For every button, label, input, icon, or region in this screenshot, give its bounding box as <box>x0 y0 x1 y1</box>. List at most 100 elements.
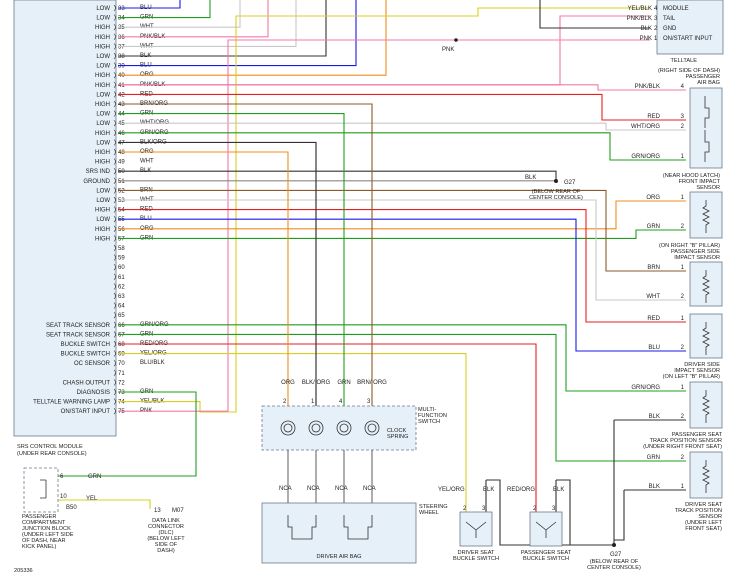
module-row-pin: 53 <box>118 198 125 204</box>
module-row-pin: 58 <box>118 246 125 252</box>
g27-bottom-caption-2: CENTER CONSOLE) <box>587 565 641 571</box>
pt-wire: BLK <box>649 414 660 420</box>
g27-top-name: G27 <box>564 180 576 186</box>
dt-caption-3: SENSOR <box>698 514 722 520</box>
jb-caption-line: PASSENGER <box>22 514 56 520</box>
driver-side-impact-resistor <box>702 322 710 355</box>
db-pin-1: 2 <box>463 506 467 512</box>
module-row-pin: 56 <box>118 227 125 233</box>
module-pin-bracket <box>113 52 116 60</box>
jb-caption-line: COMPARTMENT <box>22 520 66 526</box>
dsi-caption-3: (ON LEFT "B" PILLAR) <box>663 374 720 380</box>
cs-nca: NCA <box>335 486 348 492</box>
module-row-name: LOW <box>96 140 110 146</box>
psi-pin: 1 <box>681 265 685 271</box>
wire-psi-1 <box>118 189 686 272</box>
module-row-pin: 63 <box>118 294 125 300</box>
wire-pab-2 <box>118 122 686 131</box>
module-row-pin: 50 <box>118 169 125 175</box>
fi-pin: 1 <box>681 195 685 201</box>
pb-caption-2: BUCKLE SWITCH <box>523 556 569 562</box>
jb-conn: B50 <box>66 505 77 511</box>
module-pin-bracket <box>113 196 116 204</box>
module-row-pin: 55 <box>118 217 125 223</box>
cs-top-pin: 3 <box>367 399 371 405</box>
telltale-pin: 1 <box>654 36 658 42</box>
cs-top-pin: 2 <box>283 399 287 405</box>
db-caption-1: DRIVER SEAT <box>458 550 495 556</box>
module-row-pin: 49 <box>118 160 125 166</box>
fi-caption-3: SENSOR <box>696 185 720 191</box>
pass-track-resistor <box>702 390 710 423</box>
cs-nca: NCA <box>279 486 292 492</box>
module-pin-bracket <box>113 23 116 31</box>
wire-telltale-gnd <box>539 0 650 29</box>
module-row-pin: 38 <box>118 54 125 60</box>
wire-pt-1 <box>118 324 686 392</box>
module-row-pin: 72 <box>118 380 125 386</box>
pt-pin: 2 <box>681 414 685 420</box>
wire-dsi-1 <box>118 209 686 323</box>
pab-wire: WHT/ORG <box>631 124 660 130</box>
module-row-name: HIGH <box>95 73 110 79</box>
module-row-name: HIGH <box>95 83 110 89</box>
module-row-pin: 60 <box>118 265 125 271</box>
module-row-name: SEAT TRACK SENSOR <box>46 332 111 338</box>
jb-wire-10: YEL <box>86 496 98 502</box>
wire-pin-68 <box>118 343 537 512</box>
module-row-name: LOW <box>96 198 110 204</box>
module-pin-bracket <box>113 158 116 165</box>
module-row-pin: 45 <box>118 121 125 127</box>
module-row-name: HIGH <box>95 208 110 214</box>
module-row-name: HIGH <box>95 150 110 156</box>
module-row-name: HIGH <box>95 236 110 242</box>
module-row-name: ON/START INPUT <box>61 409 111 415</box>
module-pin-bracket <box>113 407 116 415</box>
pb-caption-1: PASSENGER SEAT <box>521 550 572 556</box>
telltale-pin: 4 <box>654 6 658 12</box>
wire-fi-1 <box>118 200 686 230</box>
cs-inner-2: SPRING <box>387 434 408 440</box>
cs-top-wire: ORG <box>281 380 295 386</box>
pt-wire: GRN/ORG <box>631 385 660 391</box>
db-wire-1: YEL/ORG <box>438 487 465 493</box>
cs-coil-outer <box>336 420 352 436</box>
module-pin-bracket <box>113 187 116 194</box>
module-row-pin: 54 <box>118 208 125 214</box>
psi-caption-2: PASSENGER SIDE <box>671 249 720 255</box>
pnk-junction-dot <box>454 38 458 42</box>
driver-track-resistor <box>702 460 710 493</box>
module-row-name: DIAGNOSIS <box>77 390 110 396</box>
cs-top-wire: BLK/ ORG <box>302 380 331 386</box>
module-row-name: BUCKLE SWITCH <box>61 352 110 358</box>
module-row-pin: 44 <box>118 112 125 118</box>
jb-wire-6: GRN <box>88 474 101 480</box>
module-row-pin: 39 <box>118 64 125 70</box>
module-row-name: HIGH <box>95 160 110 166</box>
module-pin-bracket <box>113 263 116 271</box>
dsi-wire: RED <box>647 316 660 322</box>
module-row-pin: 33 <box>118 6 125 12</box>
dlc-pin: 13 <box>154 508 161 514</box>
module-pin-bracket <box>113 292 116 300</box>
dt-wire: GRN <box>647 455 660 461</box>
module-pin-bracket <box>113 129 116 137</box>
module-row-pin: 67 <box>118 332 125 338</box>
dt-caption-5: FRONT SEAT) <box>685 526 722 532</box>
cs-coil-inner <box>311 423 321 433</box>
wire-cs-2 <box>118 113 345 406</box>
telltale-pin: 2 <box>654 26 658 32</box>
telltale-pin: 3 <box>654 16 658 22</box>
module-pin-bracket <box>113 148 116 156</box>
dt-wire: BLK <box>649 484 660 490</box>
driver-airbag-label: DRIVER AIR BAG <box>316 554 361 560</box>
module-row-pin: 70 <box>118 361 125 367</box>
module-pin-bracket <box>113 43 116 50</box>
telltale-pin-name: MODULE <box>663 6 689 12</box>
wire-pin-35 <box>118 0 241 28</box>
module-row-pin: 74 <box>118 400 125 406</box>
module-row-pin: 51 <box>118 179 125 185</box>
psi-caption-3: IMPACT SENSOR <box>674 255 720 261</box>
